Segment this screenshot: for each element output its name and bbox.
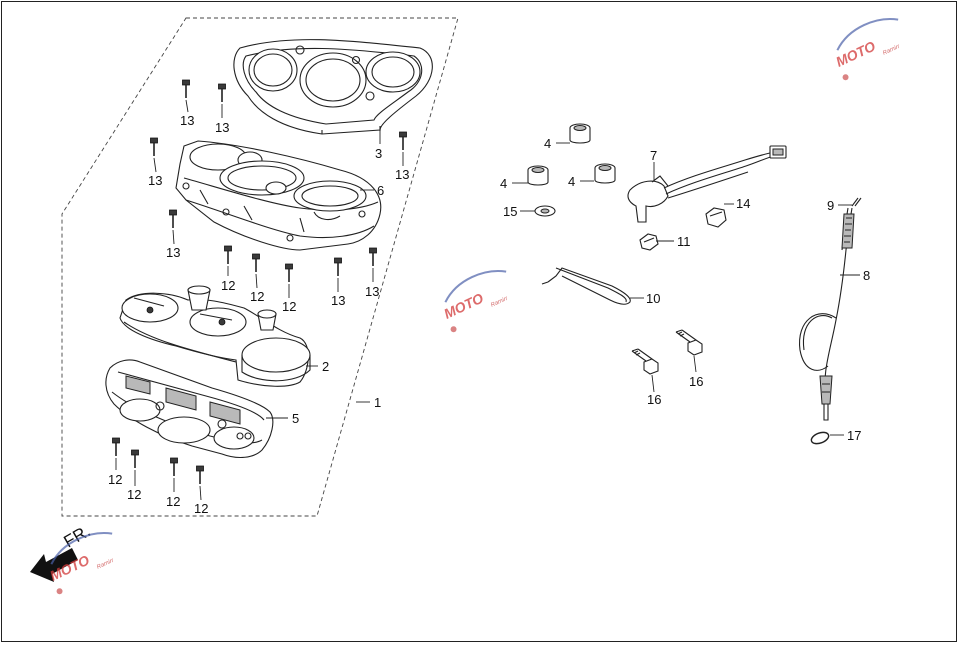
callout-13: 13 xyxy=(215,120,229,135)
nut-part-14 xyxy=(705,207,727,228)
watermark-logo-top-right: MOTO Ramirr xyxy=(833,18,902,81)
callout-1: 1 xyxy=(374,395,381,410)
callout-12: 12 xyxy=(250,289,264,304)
watermark-text: MOTO xyxy=(441,290,486,322)
bolt-part-16 xyxy=(631,329,703,375)
callout-12: 12 xyxy=(194,501,208,516)
callout-14: 14 xyxy=(736,196,750,211)
sensor-harness-part-7 xyxy=(627,145,787,223)
callout-17: 17 xyxy=(847,428,861,443)
watermark-subtext: Ramirr xyxy=(96,557,116,570)
watermark-subtext: Ramirr xyxy=(490,295,510,308)
assembly-boundary-dashed xyxy=(61,17,459,517)
leader-lines xyxy=(115,99,860,501)
callout-12: 12 xyxy=(108,472,122,487)
callout-4: 4 xyxy=(500,176,507,191)
grommet-part-4 xyxy=(527,123,616,186)
callout-12: 12 xyxy=(221,278,235,293)
gauge-assembly-part-2 xyxy=(119,285,311,387)
callout-2: 2 xyxy=(322,359,329,374)
watermark-logo-middle: MOTO Ramirr xyxy=(441,270,510,333)
callout-12: 12 xyxy=(127,487,141,502)
meter-housing-part-6 xyxy=(175,140,382,251)
o-ring-part-17 xyxy=(810,431,830,445)
callout-labels: 13 13 13 13 13 13 13 12 12 12 12 12 12 1… xyxy=(108,113,870,516)
washer-part-15 xyxy=(534,205,556,217)
cable-tip-part-9 xyxy=(851,197,862,207)
callout-13: 13 xyxy=(148,173,162,188)
strap-clip-part-10 xyxy=(541,267,631,305)
callout-4: 4 xyxy=(544,136,551,151)
callout-12: 12 xyxy=(166,494,180,509)
callout-9: 9 xyxy=(827,198,834,213)
meter-visor-part-3 xyxy=(233,39,433,135)
callout-13: 13 xyxy=(166,245,180,260)
callout-16: 16 xyxy=(689,374,703,389)
callout-13: 13 xyxy=(331,293,345,308)
callout-11: 11 xyxy=(677,234,691,249)
callout-10: 10 xyxy=(646,291,660,306)
watermark-subtext: Ramirr xyxy=(882,43,902,56)
callout-12: 12 xyxy=(282,299,296,314)
watermark-text: MOTO xyxy=(833,38,878,70)
callout-7: 7 xyxy=(650,148,657,163)
callout-5: 5 xyxy=(292,411,299,426)
callout-16: 16 xyxy=(647,392,661,407)
meter-lower-case-part-5 xyxy=(105,359,274,459)
callout-13: 13 xyxy=(180,113,194,128)
callout-15: 15 xyxy=(503,204,517,219)
callout-8: 8 xyxy=(863,268,870,283)
nut-part-11 xyxy=(639,233,659,251)
callout-13: 13 xyxy=(365,284,379,299)
screw-set xyxy=(112,79,407,484)
front-direction-arrow-icon xyxy=(30,548,78,582)
callout-13: 13 xyxy=(395,167,409,182)
callout-6: 6 xyxy=(377,183,384,198)
speedometer-cable-part-8 xyxy=(799,207,855,421)
callout-4: 4 xyxy=(568,174,575,189)
callout-3: 3 xyxy=(375,146,382,161)
